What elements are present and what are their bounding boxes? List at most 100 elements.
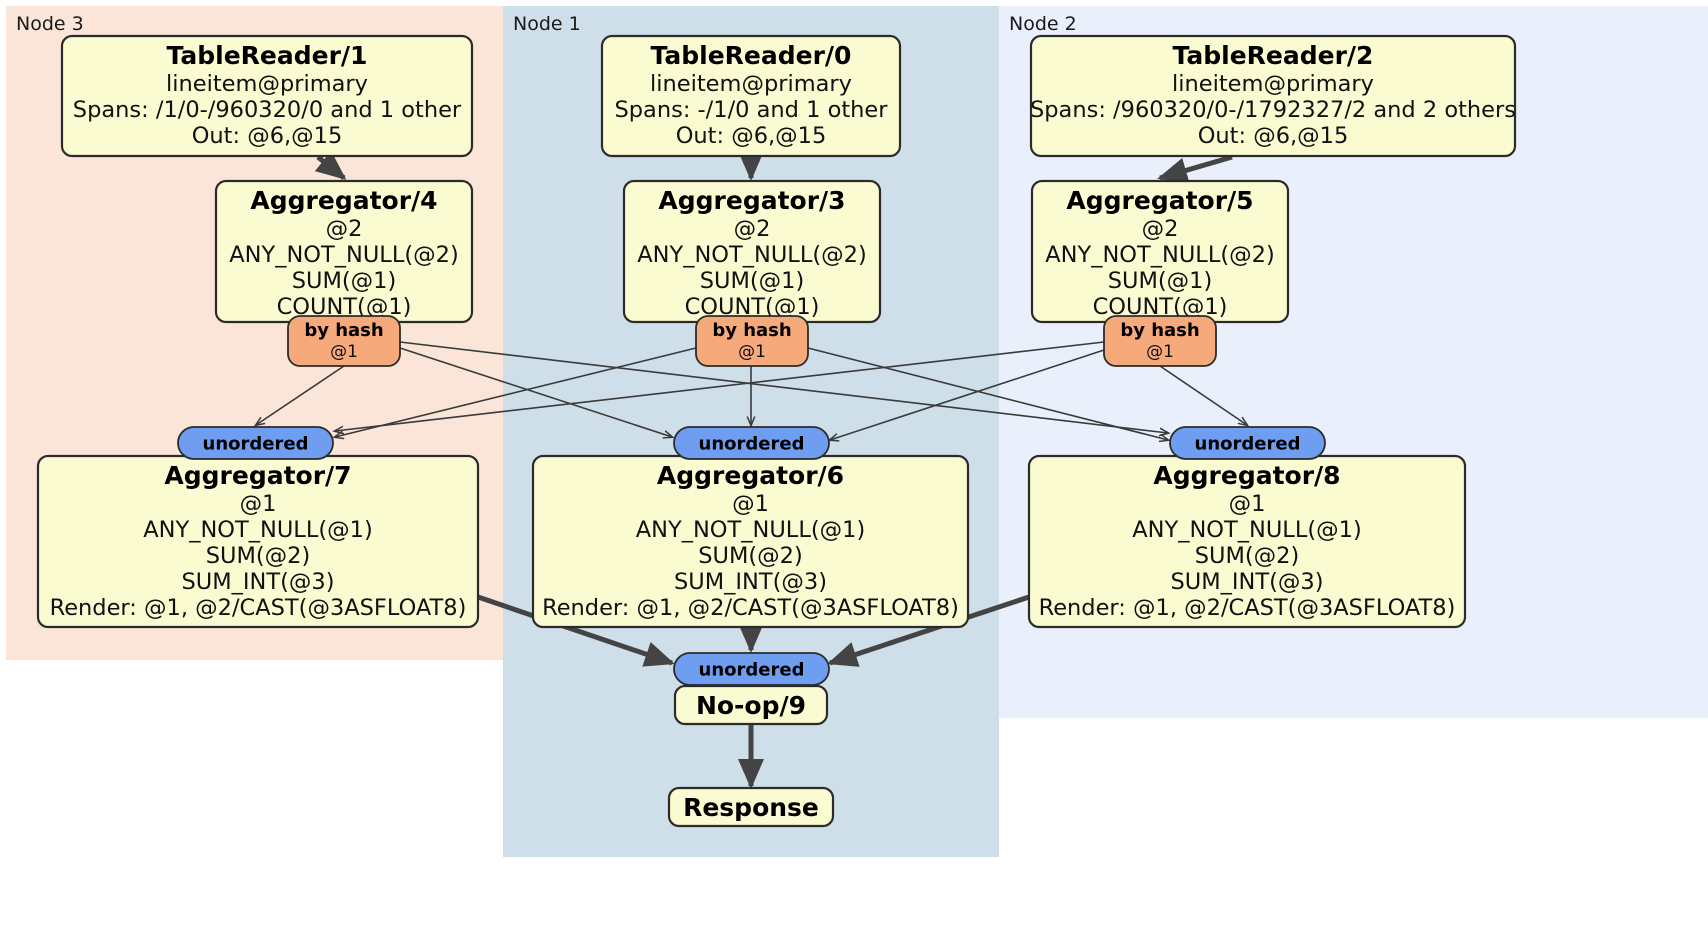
processor-title: TableReader/0 xyxy=(651,41,852,70)
processor-box[interactable] xyxy=(600,34,902,158)
processor-box[interactable] xyxy=(667,786,835,828)
processor-detail-line: ANY_NOT_NULL(@2) xyxy=(229,242,459,268)
badge-unordered-8[interactable]: unordered xyxy=(1169,426,1326,460)
processor-title: Aggregator/6 xyxy=(657,461,844,490)
processor-detail-line: Spans: /960320/0-/1792327/2 and 2 others xyxy=(1030,97,1516,123)
edge-hash5-un8 xyxy=(1159,365,1247,425)
processor-title: Response xyxy=(683,793,819,822)
processor-detail-line: @1 xyxy=(1229,491,1266,517)
edge-hash3-un7 xyxy=(335,347,697,437)
badge-title: unordered xyxy=(1195,434,1301,455)
processor-detail-line: ANY_NOT_NULL(@1) xyxy=(143,517,373,543)
processor-aggregator-7[interactable]: Aggregator/7@1ANY_NOT_NULL(@1)SUM(@2)SUM… xyxy=(36,454,480,629)
processor-detail-line: SUM(@2) xyxy=(698,543,803,569)
processor-noop-9[interactable]: No-op/9 xyxy=(673,684,829,726)
badge-hash-3[interactable]: by hash@1 xyxy=(695,315,809,367)
processor-title: TableReader/1 xyxy=(167,41,368,70)
processor-detail-line: Out: @6,@15 xyxy=(676,123,827,149)
processor-detail-line: lineitem@primary xyxy=(1172,71,1374,97)
processor-detail-line: SUM(@2) xyxy=(206,543,311,569)
processor-box[interactable] xyxy=(60,34,474,158)
processor-aggregator-3[interactable]: Aggregator/3@2ANY_NOT_NULL(@2)SUM(@1)COU… xyxy=(622,179,882,324)
processor-detail-line: ANY_NOT_NULL(@1) xyxy=(636,517,866,543)
edge-tr2-agg5 xyxy=(1157,154,1233,183)
edge-agg7-un9 xyxy=(477,594,675,667)
node-panel-label: Node 1 xyxy=(513,13,581,35)
processor-detail-line: SUM_INT(@3) xyxy=(674,569,827,595)
processor-detail-line: ANY_NOT_NULL(@2) xyxy=(637,242,867,268)
by-hash-badge-shape[interactable] xyxy=(695,315,809,367)
badge-subtitle: @1 xyxy=(330,342,358,362)
processor-detail-line: Spans: /1/0-/960320/0 and 1 other xyxy=(73,97,462,123)
processor-title: Aggregator/5 xyxy=(1066,186,1253,215)
processor-detail-line: @2 xyxy=(326,216,363,242)
processor-detail-line: SUM_INT(@3) xyxy=(1171,569,1324,595)
by-hash-badge-shape[interactable] xyxy=(1103,315,1217,367)
processor-detail-line: ANY_NOT_NULL(@1) xyxy=(1132,517,1362,543)
by-hash-badge-shape[interactable] xyxy=(287,315,401,367)
processor-detail-line: SUM(@1) xyxy=(1108,268,1213,294)
edge-hash3-un8 xyxy=(807,347,1168,440)
edge-hash4-un7 xyxy=(256,365,345,425)
edge-agg8-un9 xyxy=(827,594,1030,667)
badge-title: unordered xyxy=(699,660,805,681)
processor-detail-line: ANY_NOT_NULL(@2) xyxy=(1045,242,1275,268)
processor-detail-line: Out: @6,@15 xyxy=(1198,123,1349,149)
processor-detail-line: Spans: -/1/0 and 1 other xyxy=(614,97,888,123)
badge-unordered-7[interactable]: unordered xyxy=(177,426,334,460)
processor-detail-line: SUM(@1) xyxy=(292,268,397,294)
badge-subtitle: @1 xyxy=(1146,342,1174,362)
processor-detail-line: @1 xyxy=(732,491,769,517)
badge-title: by hash xyxy=(1120,320,1199,341)
badge-title: unordered xyxy=(699,434,805,455)
processor-title: Aggregator/3 xyxy=(658,186,845,215)
unordered-badge-shape[interactable] xyxy=(673,652,830,686)
processor-title: No-op/9 xyxy=(696,691,806,720)
edge-hash5-un7 xyxy=(335,341,1105,431)
node-panel-label: Node 3 xyxy=(16,13,84,35)
badge-hash-4[interactable]: by hash@1 xyxy=(287,315,401,367)
processor-detail-line: SUM(@1) xyxy=(700,268,805,294)
node-panel-label: Node 2 xyxy=(1009,13,1077,35)
edges-layer xyxy=(256,150,1247,789)
processor-detail-line: lineitem@primary xyxy=(166,71,368,97)
processor-title: Aggregator/7 xyxy=(164,461,351,490)
badge-unordered-6[interactable]: unordered xyxy=(673,426,830,460)
badge-title: by hash xyxy=(712,320,791,341)
processor-detail-line: Render: @1, @2/CAST(@3ASFLOAT8) xyxy=(542,595,959,621)
processor-box[interactable] xyxy=(1029,34,1517,158)
processor-box[interactable] xyxy=(673,684,829,726)
processor-response[interactable]: Response xyxy=(667,786,835,828)
badge-title: by hash xyxy=(304,320,383,341)
processor-detail-line: Out: @6,@15 xyxy=(192,123,343,149)
unordered-badge-shape[interactable] xyxy=(1169,426,1326,460)
badge-title: unordered xyxy=(203,434,309,455)
processor-aggregator-5[interactable]: Aggregator/5@2ANY_NOT_NULL(@2)SUM(@1)COU… xyxy=(1030,179,1290,324)
badge-hash-5[interactable]: by hash@1 xyxy=(1103,315,1217,367)
badge-unordered-9[interactable]: unordered xyxy=(673,652,830,686)
processor-detail-line: Render: @1, @2/CAST(@3ASFLOAT8) xyxy=(1039,595,1456,621)
edge-hash4-un8 xyxy=(399,341,1168,433)
processor-aggregator-8[interactable]: Aggregator/8@1ANY_NOT_NULL(@1)SUM(@2)SUM… xyxy=(1027,454,1467,629)
processor-title: Aggregator/4 xyxy=(250,186,437,215)
edge-tr1-agg4 xyxy=(314,150,347,180)
unordered-badge-shape[interactable] xyxy=(177,426,334,460)
edge-hash5-un6 xyxy=(830,349,1105,440)
processor-detail-line: @2 xyxy=(1142,216,1179,242)
processor-aggregator-6[interactable]: Aggregator/6@1ANY_NOT_NULL(@1)SUM(@2)SUM… xyxy=(531,454,970,629)
processor-detail-line: @1 xyxy=(240,491,277,517)
unordered-badge-shape[interactable] xyxy=(673,426,830,460)
processor-detail-line: SUM(@2) xyxy=(1195,543,1300,569)
processor-aggregator-4[interactable]: Aggregator/4@2ANY_NOT_NULL(@2)SUM(@1)COU… xyxy=(214,179,474,324)
processor-detail-line: Render: @1, @2/CAST(@3ASFLOAT8) xyxy=(50,595,467,621)
processor-title: Aggregator/8 xyxy=(1153,461,1340,490)
badge-subtitle: @1 xyxy=(738,342,766,362)
processor-detail-line: SUM_INT(@3) xyxy=(182,569,335,595)
processor-detail-line: @2 xyxy=(734,216,771,242)
